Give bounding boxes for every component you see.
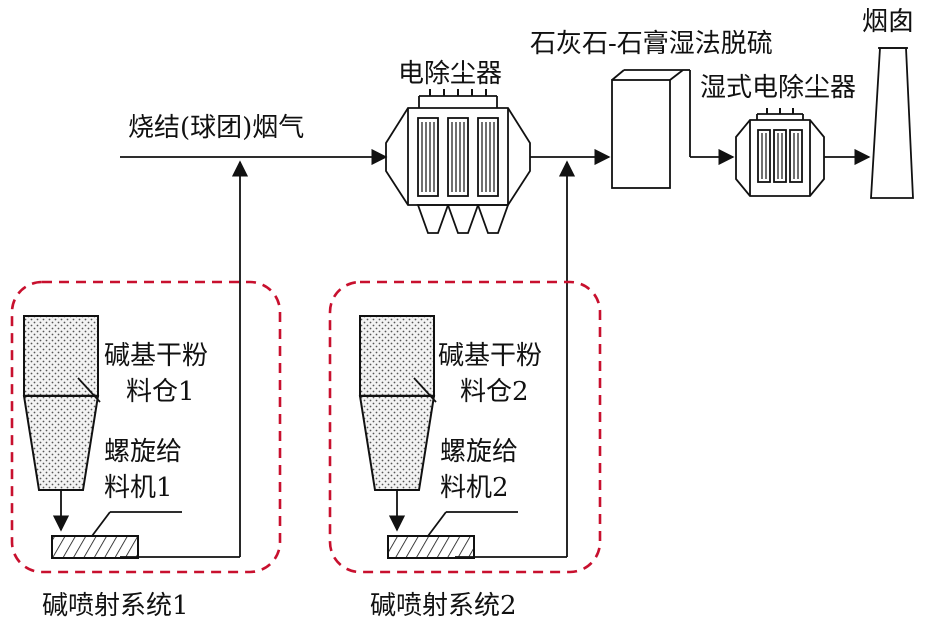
esp-label: 电除尘器 xyxy=(398,59,502,89)
silo-2-label-line1: 碱基干粉 xyxy=(438,341,542,371)
system-2-boundary xyxy=(328,280,602,574)
esp-body xyxy=(385,107,531,206)
system-1-boundary xyxy=(10,280,282,574)
esp-field-3 xyxy=(477,117,499,197)
fgd-label: 石灰石-石膏湿法脱硫 xyxy=(530,29,773,59)
esp-unit: 电除尘器 xyxy=(385,59,531,234)
fgd-tower: 石灰石-石膏湿法脱硫 xyxy=(530,29,773,189)
wesp-label: 湿式电除尘器 xyxy=(700,73,856,103)
feeder-1-label-line2: 料机1 xyxy=(104,473,173,503)
chimney-label: 烟囱 xyxy=(862,7,914,37)
chimney-stack xyxy=(870,47,914,199)
feeder-2-label-line2: 料机2 xyxy=(440,473,509,503)
injection-system-1: 碱基干粉 料仓1 螺旋给 料机1 碱喷射系统1 xyxy=(10,280,282,621)
silo-2 xyxy=(359,315,435,397)
screw-feeder-1 xyxy=(51,535,139,559)
silo-1-label-line2: 料仓1 xyxy=(126,377,195,407)
esp-field-2 xyxy=(447,117,469,197)
wesp-unit: 湿式电除尘器 xyxy=(700,73,856,197)
esp-hopper-3 xyxy=(476,204,510,234)
system-1-caption: 碱喷射系统1 xyxy=(42,591,189,621)
wesp-body xyxy=(735,119,825,197)
esp-hopper-1 xyxy=(416,204,450,234)
feeder-2-label-line1: 螺旋给 xyxy=(440,437,518,467)
feeder-1-label-line1: 螺旋给 xyxy=(104,437,182,467)
flue-gas-label: 烧结(球团)烟气 xyxy=(128,113,304,143)
esp-field-1 xyxy=(417,117,439,197)
system-2-caption: 碱喷射系统2 xyxy=(370,591,517,621)
screw-feeder-2 xyxy=(387,535,475,559)
injection-system-2: 碱基干粉 料仓2 螺旋给 料机2 碱喷射系统2 xyxy=(328,280,602,621)
chimney: 烟囱 xyxy=(862,7,914,199)
silo-1-cone xyxy=(22,395,100,491)
esp-hopper-2 xyxy=(446,204,480,234)
silo-2-cone xyxy=(358,395,436,491)
silo-2-label-line2: 料仓2 xyxy=(460,377,529,407)
silo-1 xyxy=(23,315,99,397)
silo-1-label-line1: 碱基干粉 xyxy=(104,341,208,371)
fgd-absorber xyxy=(611,79,671,189)
